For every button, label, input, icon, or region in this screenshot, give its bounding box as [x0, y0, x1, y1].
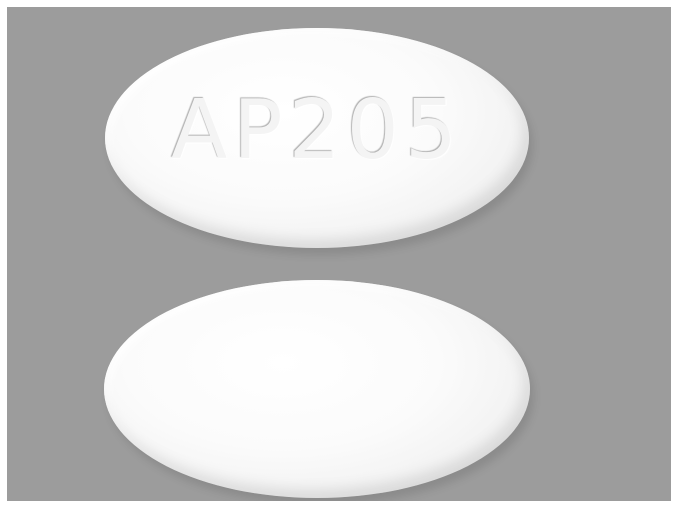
pill-photo: AP205 [7, 7, 671, 501]
pill-front-imprinted: AP205 [105, 28, 529, 248]
pill-imprint: AP205 [170, 83, 464, 178]
pill-back-plain [104, 280, 530, 498]
